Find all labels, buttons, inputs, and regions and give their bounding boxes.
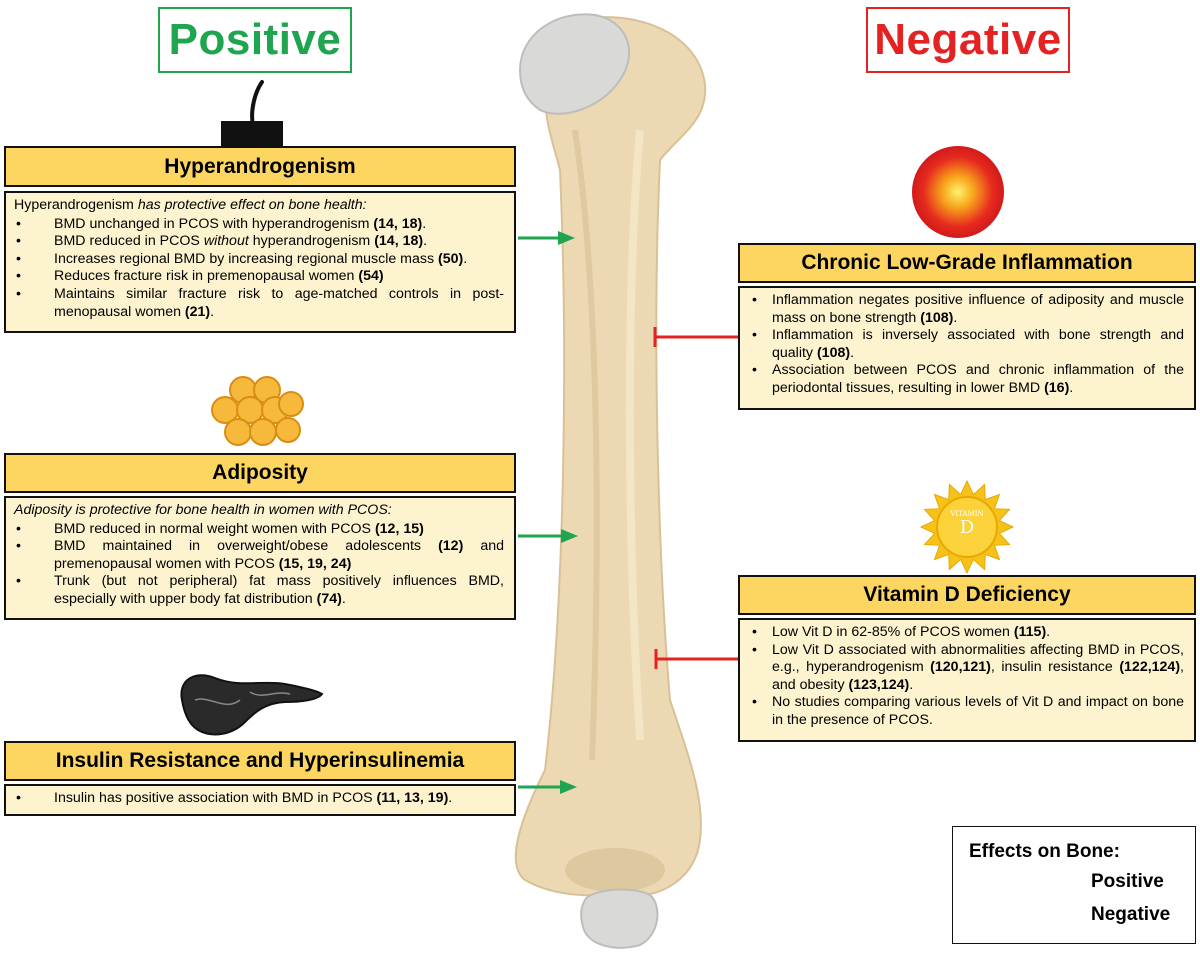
legend-negative-label: Negative xyxy=(1091,904,1171,925)
list-item: Low Vit D associated with abnormalities … xyxy=(748,642,1184,695)
adiposity-panel: Adiposity is protective for bone health … xyxy=(4,496,516,620)
adiposity-intro: Adiposity is protective for bone health … xyxy=(14,502,504,520)
list-item: Insulin has positive association with BM… xyxy=(14,790,504,808)
hyperandrogenism-title: Hyperandrogenism xyxy=(4,146,516,187)
list-item: Increases regional BMD by increasing reg… xyxy=(14,251,504,269)
negative-arrows xyxy=(653,327,740,669)
list-item: Inflammation negates positive influence … xyxy=(748,292,1184,327)
humerus-bone-illustration xyxy=(514,13,707,949)
list-item: Association between PCOS and chronic inf… xyxy=(748,362,1184,397)
pancreas-icon xyxy=(180,674,324,736)
intro-text: Hyperandrogenism xyxy=(14,197,138,213)
inflammation-panel: Inflammation negates positive influence … xyxy=(738,286,1196,410)
list-item: BMD reduced in PCOS without hyperandroge… xyxy=(14,233,504,251)
list-item: BMD maintained in overweight/obese adole… xyxy=(14,538,504,573)
fat-cells-icon xyxy=(211,376,304,446)
adiposity-list: BMD reduced in normal weight women with … xyxy=(14,521,504,609)
legend: Effects on Bone: Positive Negative xyxy=(952,826,1196,944)
inflammation-list: Inflammation negates positive influence … xyxy=(748,292,1184,398)
legend-positive-label: Positive xyxy=(1091,871,1164,892)
list-item: Trunk (but not peripheral) fat mass posi… xyxy=(14,573,504,608)
intro-emphasis: has protective effect on bone health: xyxy=(137,197,367,213)
inflammation-title: Chronic Low-Grade Inflammation xyxy=(738,243,1196,283)
hyperandrogenism-panel: Hyperandrogenism has protective effect o… xyxy=(4,191,516,333)
vitamin-d-list: Low Vit D in 62-85% of PCOS women (115).… xyxy=(748,624,1184,730)
inflammation-icon xyxy=(912,146,1004,238)
insulin-title: Insulin Resistance and Hyperinsulinemia xyxy=(4,741,516,781)
list-item: Maintains similar fracture risk to age-m… xyxy=(14,286,504,321)
list-item: Low Vit D in 62-85% of PCOS women (115). xyxy=(748,624,1184,642)
negative-heading: Negative xyxy=(866,7,1070,73)
list-item: Reduces fracture risk in premenopausal w… xyxy=(14,268,504,286)
positive-arrows xyxy=(518,231,578,794)
list-item: BMD unchanged in PCOS with hyperandrogen… xyxy=(14,216,504,234)
hyperandrogenism-intro: Hyperandrogenism has protective effect o… xyxy=(14,197,504,215)
sun-label-top: VITAMIN xyxy=(950,510,984,518)
list-item: BMD reduced in normal weight women with … xyxy=(14,521,504,539)
list-item: No studies comparing various levels of V… xyxy=(748,694,1184,729)
sun-icon xyxy=(919,479,1015,575)
positive-heading: Positive xyxy=(158,7,352,73)
hair-follicle-icon xyxy=(221,80,283,147)
intro-emphasis: Adiposity is protective for bone health … xyxy=(14,502,392,518)
sun-label-letter: D xyxy=(959,517,975,538)
insulin-list: Insulin has positive association with BM… xyxy=(14,790,504,808)
vitamin-d-title: Vitamin D Deficiency xyxy=(738,575,1196,615)
legend-title: Effects on Bone: xyxy=(969,841,1120,862)
insulin-panel: Insulin has positive association with BM… xyxy=(4,784,516,816)
sun-label: VITAMIN D xyxy=(937,510,997,538)
vitamin-d-panel: Low Vit D in 62-85% of PCOS women (115).… xyxy=(738,618,1196,742)
adiposity-title: Adiposity xyxy=(4,453,516,493)
hyperandrogenism-list: BMD unchanged in PCOS with hyperandrogen… xyxy=(14,216,504,322)
list-item: Inflammation is inversely associated wit… xyxy=(748,327,1184,362)
